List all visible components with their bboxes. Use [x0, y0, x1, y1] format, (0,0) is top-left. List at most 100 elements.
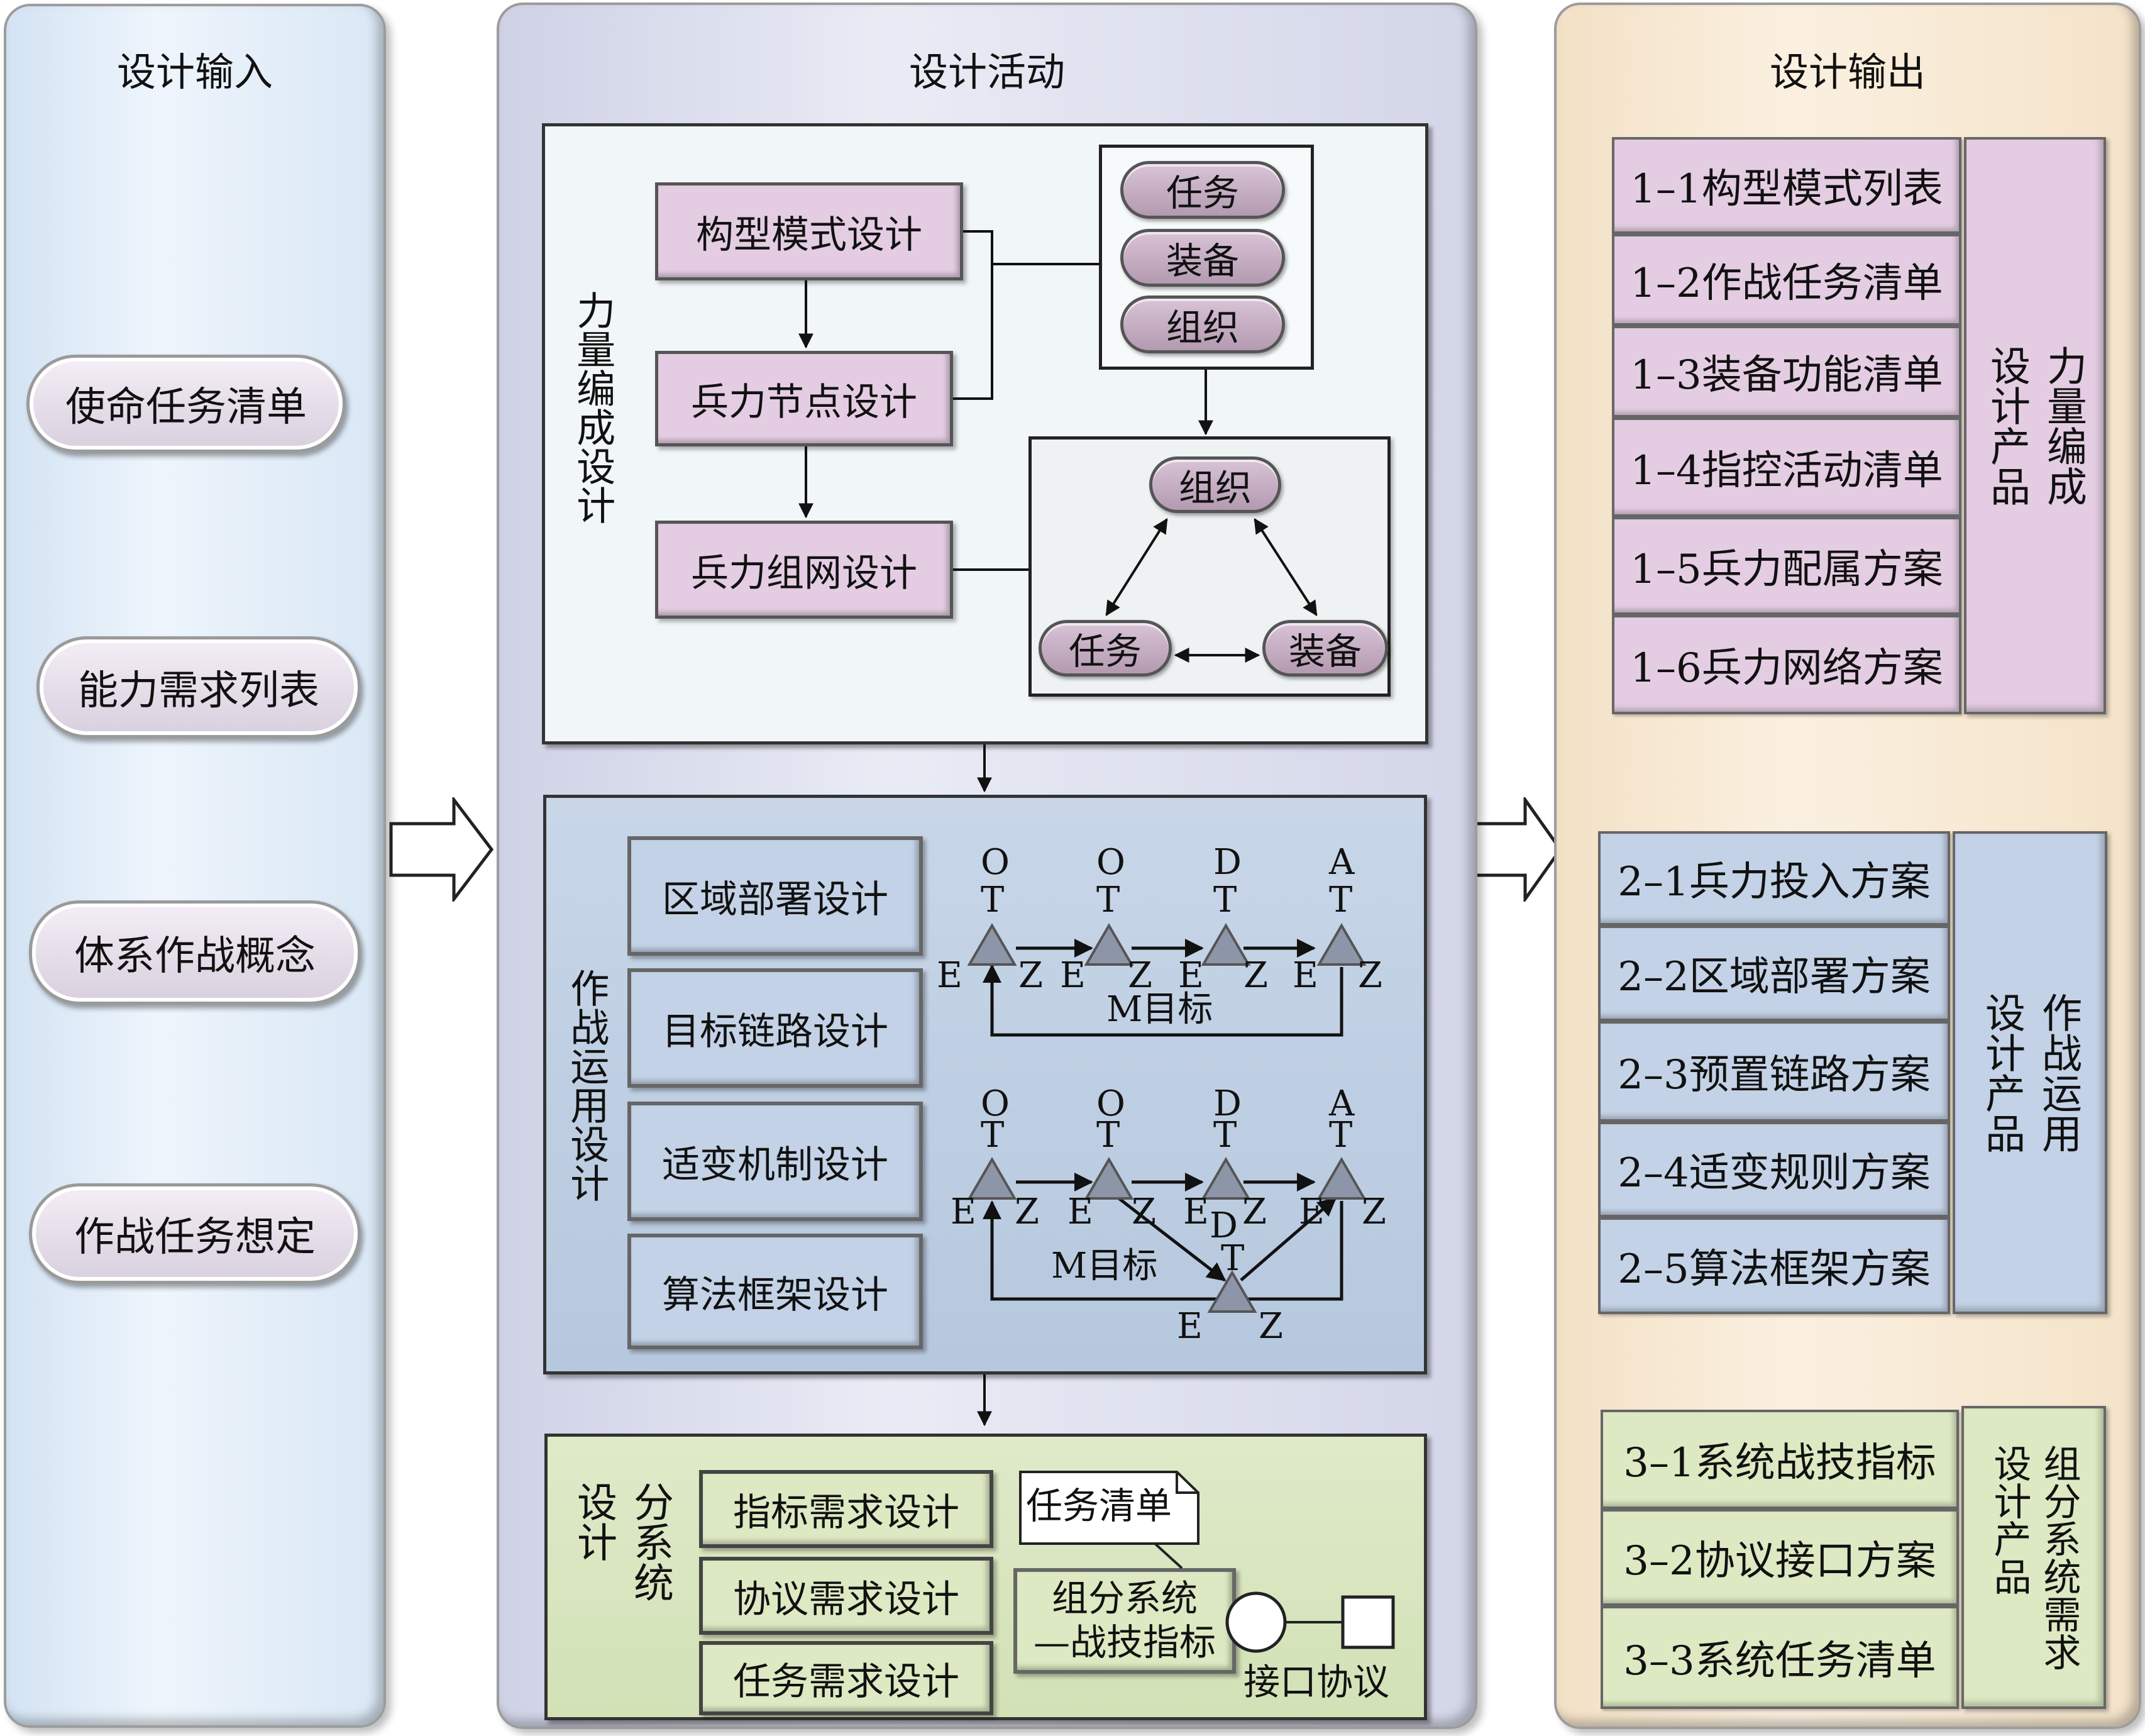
output-group-3-side: 组分系统需求 设计产品	[1961, 1406, 2106, 1709]
chain1-node1-mid: T	[981, 880, 1005, 921]
input-column	[4, 4, 386, 1728]
chain2-node3-left: E	[1183, 1191, 1209, 1232]
output-group-2-side-right: 作战运用	[2035, 992, 2082, 1153]
chain1-node2-mid: T	[1096, 880, 1120, 921]
interface-protocol-label: 接口协议	[1243, 1661, 1390, 1703]
chain1-node2-right: Z	[1128, 955, 1152, 996]
input-item-ops-concept: 体系作战概念	[29, 900, 361, 1005]
input-item-task-scenario: 作战任务想定	[29, 1183, 361, 1284]
output-1-5: 1–5兵力配属方案	[1612, 517, 1961, 615]
output-1-1: 1–1构型模式列表	[1612, 137, 1961, 234]
chain1-node3-top: D	[1213, 842, 1242, 883]
element-equipment-tag: 装备	[1120, 229, 1285, 287]
chain1-node4-top: A	[1329, 842, 1355, 883]
input-column-title: 设计输入	[116, 49, 273, 95]
chain2-extra-top: D	[1210, 1205, 1238, 1246]
input-to-activity-arrow	[389, 797, 494, 902]
output-2-4: 2–4适变规则方案	[1598, 1122, 1950, 1217]
output-2-1: 2–1兵力投入方案	[1598, 831, 1950, 926]
triangle-task-node: 任务	[1039, 620, 1172, 677]
output-group-1-side: 力量编成 设计产品	[1964, 137, 2106, 714]
triangle-org-node: 组织	[1149, 456, 1281, 513]
chain2-extra-mid: T	[1221, 1238, 1245, 1279]
chain2-node3-top: D	[1213, 1083, 1242, 1124]
chain2-node3-mid: T	[1213, 1115, 1237, 1156]
input-item-mission-list: 使命任务清单	[26, 355, 346, 453]
chain2-extra-left: E	[1177, 1306, 1203, 1347]
force-design-label: 力量编成设计	[570, 290, 616, 524]
chain2-node1-top: O	[981, 1083, 1010, 1124]
subsystem-spec-line2: 战技指标	[1069, 1621, 1216, 1664]
task-list-doc	[1019, 1471, 1199, 1545]
output-2-3: 2–3预置链路方案	[1598, 1021, 1950, 1122]
chain1-target-label: M目标	[1106, 989, 1213, 1030]
chain1-node3-left: E	[1178, 955, 1204, 996]
chain1-node4-mid: T	[1329, 880, 1353, 921]
output-group-3-side-right: 组分系统需求	[2037, 1444, 2081, 1671]
chain1-node1-right: Z	[1018, 955, 1043, 996]
output-column-title: 设计输出	[1769, 49, 1926, 95]
chain2-node2-top: O	[1096, 1083, 1125, 1124]
output-2-2: 2–2区域部署方案	[1598, 926, 1950, 1021]
output-3-1: 3–1系统战技指标	[1601, 1410, 1959, 1509]
force-step-node-design: 兵力节点设计	[655, 351, 953, 446]
chain2-node2-left: E	[1067, 1191, 1093, 1232]
output-group-3-side-left: 设计产品	[1987, 1444, 2031, 1595]
ops-step-algorithm: 算法框架设计	[627, 1234, 923, 1349]
subsystem-label-col1: 分系统	[627, 1481, 673, 1602]
chain2-node2-right: Z	[1132, 1191, 1156, 1232]
output-1-6: 1–6兵力网络方案	[1612, 615, 1961, 714]
output-group-2-side-left: 设计产品	[1978, 992, 2025, 1153]
ops-design-label: 作战运用设计	[563, 968, 610, 1202]
chain1-node4-right: Z	[1358, 955, 1382, 996]
chain1-node1-left: E	[937, 955, 962, 996]
output-group-2-side: 作战运用 设计产品	[1953, 831, 2107, 1314]
chain2-extra-right: Z	[1259, 1306, 1283, 1347]
subsystem-spec-box: 组分系统 —战技指标	[1013, 1568, 1236, 1674]
chain2-node1-mid: T	[981, 1115, 1005, 1156]
output-3-2: 3–2协议接口方案	[1601, 1509, 1959, 1606]
chain2-node3-right: Z	[1242, 1191, 1267, 1232]
subsystem-spec-prefix: 组	[1051, 1577, 1088, 1620]
chain1-node3-right: Z	[1243, 955, 1268, 996]
output-3-3: 3–3系统任务清单	[1601, 1606, 1959, 1709]
chain1-node3-mid: T	[1213, 880, 1237, 921]
output-group-1-side-right: 力量编成	[2040, 345, 2087, 506]
subsys-step-protocol: 协议需求设计	[699, 1557, 993, 1635]
task-list-doc-label: 任务清单	[1026, 1484, 1172, 1527]
chain2-node2-mid: T	[1096, 1115, 1120, 1156]
triangle-equipment-node: 装备	[1262, 620, 1388, 677]
force-step-config-pattern: 构型模式设计	[655, 182, 963, 280]
activity-column-title: 设计活动	[908, 49, 1065, 95]
chain1-node2-top: O	[1096, 842, 1125, 883]
force-step-network-design: 兵力组网设计	[655, 521, 953, 619]
output-2-5: 2–5算法框架方案	[1598, 1217, 1950, 1314]
chain2-node4-left: E	[1299, 1191, 1325, 1232]
subsystem-label-col2: 设计	[570, 1481, 617, 1562]
chain2-node4-top: A	[1329, 1083, 1355, 1124]
ops-step-target-chain: 目标链路设计	[627, 968, 923, 1088]
output-group-1-side-left: 设计产品	[1983, 345, 2030, 506]
chain1-node1-top: O	[981, 842, 1010, 883]
chain1-node2-left: E	[1060, 955, 1086, 996]
output-1-3: 1–3装备功能清单	[1612, 326, 1961, 417]
subsystem-design-label: 分系统 设计	[568, 1481, 675, 1602]
input-item-capability-list: 能力需求列表	[36, 636, 361, 738]
element-org-tag: 组织	[1120, 296, 1285, 353]
chain2-node1-right: Z	[1015, 1191, 1039, 1232]
subsystem-spec-dash: —	[1033, 1621, 1070, 1664]
subsys-step-task: 任务需求设计	[699, 1641, 993, 1715]
output-1-4: 1–4指控活动清单	[1612, 417, 1961, 517]
chain2-node4-right: Z	[1362, 1191, 1386, 1232]
subsystem-spec-line1: 分系统	[1088, 1577, 1198, 1620]
subsys-step-index: 指标需求设计	[699, 1470, 993, 1548]
chain2-target-label: M目标	[1051, 1246, 1158, 1286]
chain1-node4-left: E	[1293, 955, 1318, 996]
ops-step-area-deploy: 区域部署设计	[627, 836, 923, 956]
activity-to-output-arrow	[1470, 797, 1563, 902]
chain2-node1-left: E	[951, 1191, 976, 1232]
